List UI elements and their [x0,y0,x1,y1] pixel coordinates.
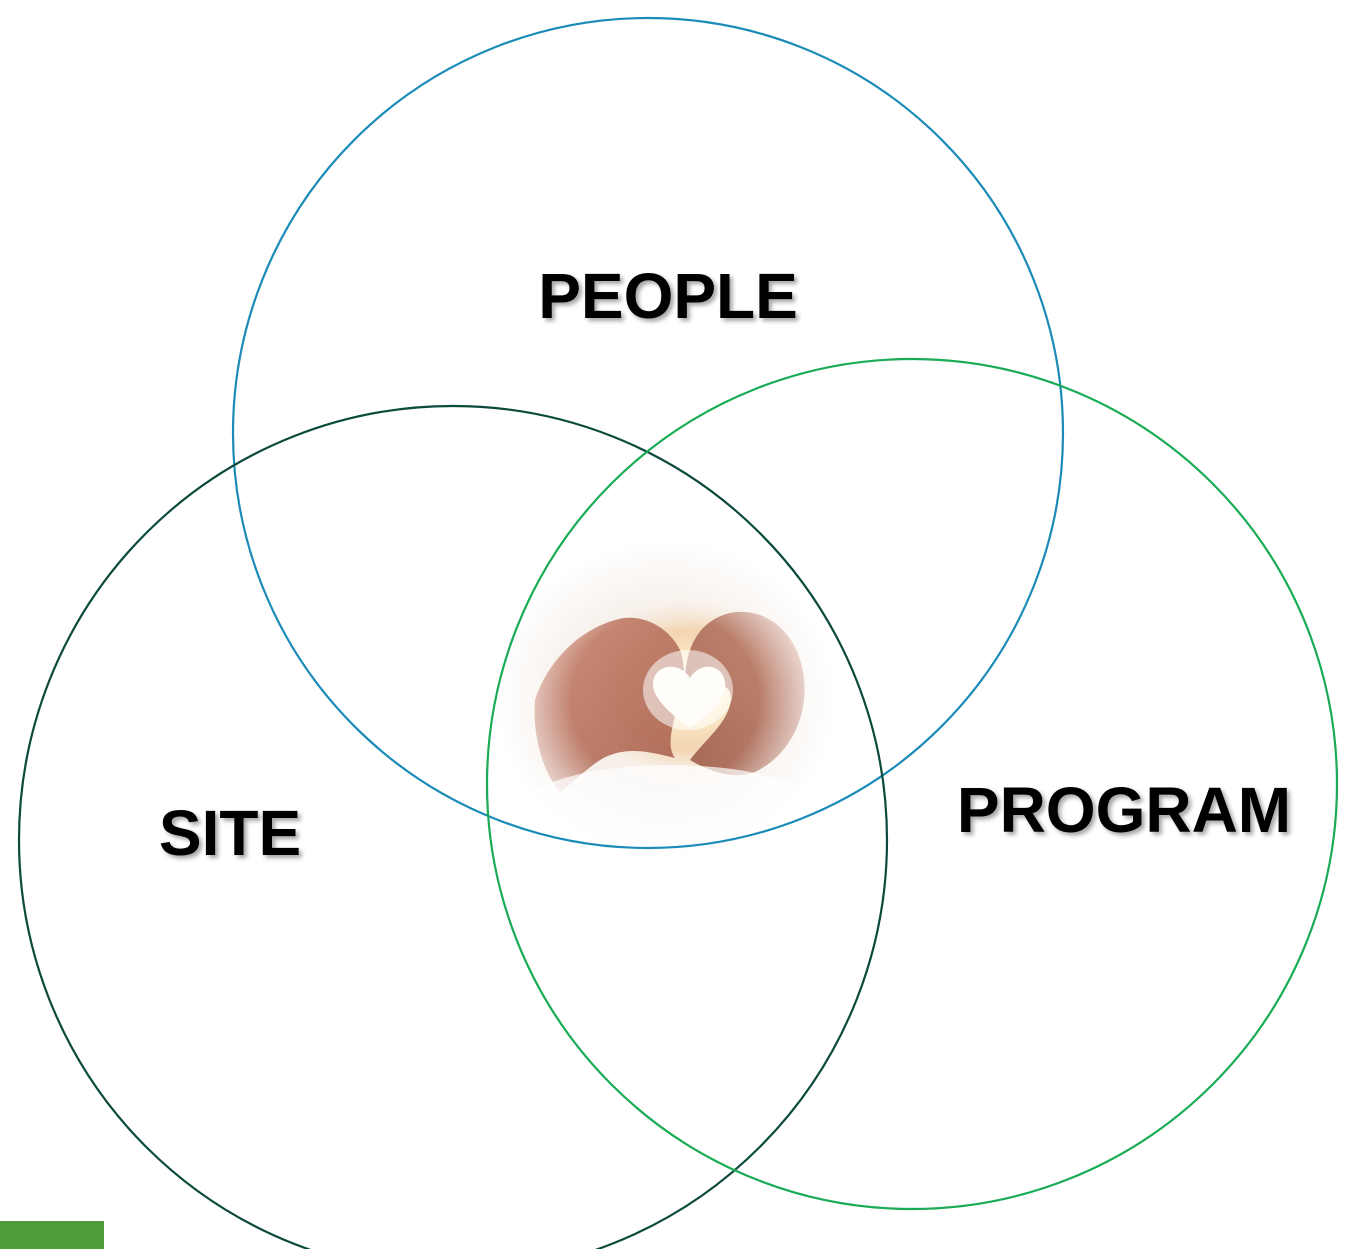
program-circle [485,357,1339,1211]
heart-hands-image [495,540,835,860]
corner-accent-bar [0,1221,104,1249]
people-label: PEOPLE [538,260,798,332]
program-label: PROGRAM [957,774,1291,846]
people-circle [231,16,1065,850]
site-label: SITE [159,797,301,869]
site-circle [18,405,888,1249]
